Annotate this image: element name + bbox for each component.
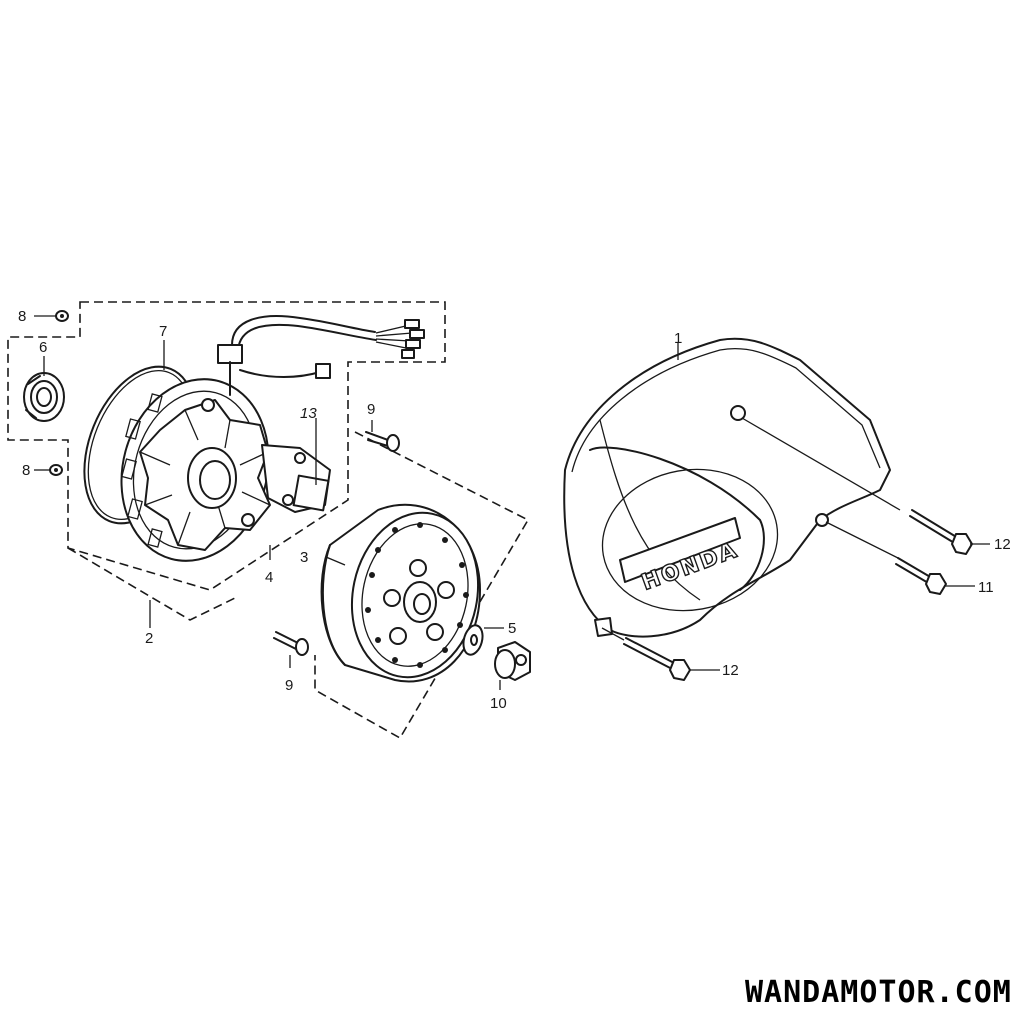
callout-7: 7 (159, 323, 167, 340)
callout-8-upper: 8 (18, 308, 26, 325)
callout-1: 1 (674, 330, 682, 347)
screw-lower (273, 631, 309, 656)
cover-bolt-lower (623, 637, 691, 681)
left-crankcase-cover: HONDA (563, 337, 891, 638)
callout-12-right: 12 (994, 536, 1011, 553)
callout-12-lower: 12 (722, 662, 739, 679)
callout-13: 13 (300, 405, 317, 422)
grommet-lower (49, 464, 63, 476)
callout-2: 2 (145, 630, 153, 647)
assembly-outline-main (67, 547, 236, 621)
grommet-upper (55, 310, 69, 322)
flywheel-rotor (320, 503, 481, 683)
callout-4: 4 (265, 569, 273, 586)
callout-9-lower: 9 (285, 677, 293, 694)
oil-seal (23, 372, 65, 422)
callout-labels: 1 2 3 4 5 6 7 8 8 9 9 10 11 12 12 13 (18, 308, 1011, 712)
screw-upper (365, 431, 400, 452)
cover-bolt-upper-right (909, 509, 973, 555)
stator-assembly (120, 315, 425, 562)
leader-lines (34, 315, 990, 690)
callout-11: 11 (978, 579, 994, 596)
washer (462, 624, 484, 656)
assembly-outline-stator (7, 301, 446, 591)
callout-5: 5 (508, 620, 516, 637)
site-watermark: WANDAMOTOR.COM (745, 975, 1012, 1010)
callout-3: 3 (300, 549, 308, 566)
callout-8-lower: 8 (22, 462, 30, 479)
callout-10: 10 (490, 695, 507, 712)
callout-6: 6 (39, 339, 47, 356)
callout-9-upper: 9 (367, 401, 375, 418)
flange-nut (494, 641, 531, 681)
assembly-outline-flywheel (314, 431, 530, 740)
cover-bolt-middle-right (895, 557, 947, 595)
